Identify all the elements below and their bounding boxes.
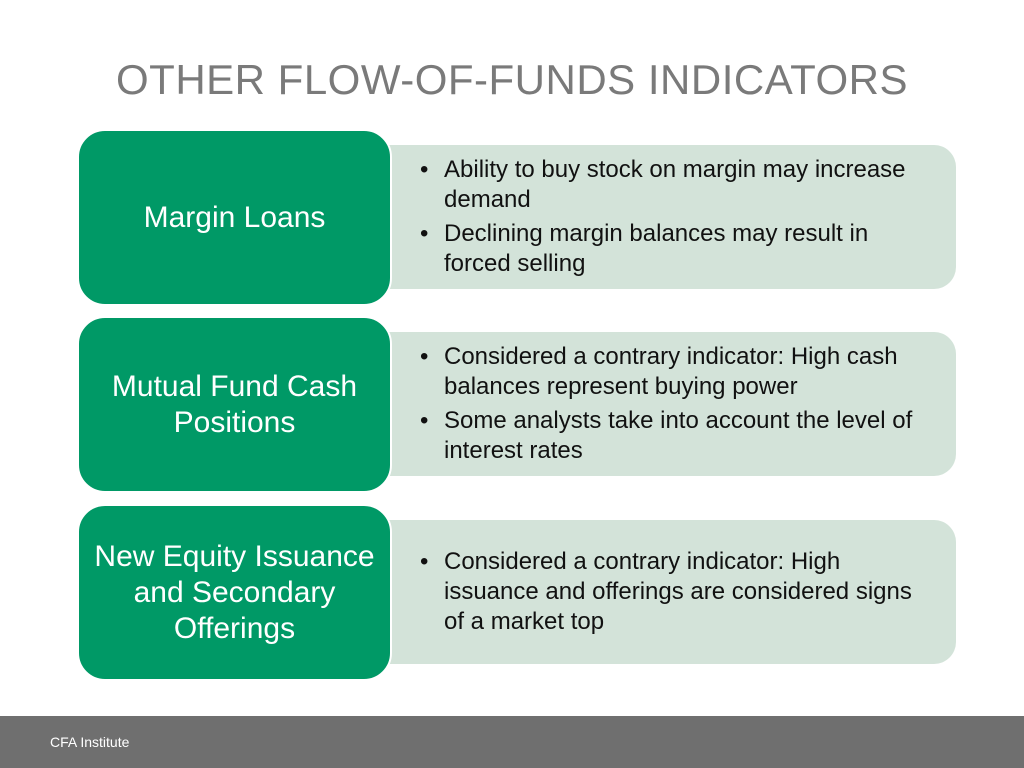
bullet-text: Considered a contrary indicator: High is… (444, 548, 912, 635)
indicator-label: Margin Loans (77, 129, 392, 306)
footer-brand-text: CFA Institute (50, 734, 130, 750)
bullet-icon: • (420, 343, 429, 370)
indicator-details: • Ability to buy stock on margin may incr… (360, 145, 956, 289)
indicator-row-mutual-fund-cash: • Considered a contrary indicator: High c… (0, 316, 1024, 493)
bullet-text: Considered a contrary indicator: High ca… (444, 343, 898, 400)
indicator-label: Mutual Fund Cash Positions (77, 316, 392, 493)
bullet-item: • Considered a contrary indicator: High c… (418, 342, 932, 402)
bullet-text: Declining margin balances may result in … (444, 220, 869, 277)
bullet-text: Ability to buy stock on margin may incre… (444, 156, 906, 213)
indicator-row-new-equity-issuance: • Considered a contrary indicator: High i… (0, 504, 1024, 681)
bullet-list: • Considered a contrary indicator: High c… (418, 342, 932, 466)
indicator-label: New Equity Issuance and Secondary Offeri… (77, 504, 392, 681)
bullet-icon: • (420, 548, 429, 575)
footer-bar: CFA Institute (0, 716, 1024, 768)
bullet-icon: • (420, 407, 429, 434)
bullet-text: Some analysts take into account the leve… (444, 407, 913, 464)
slide-title: OTHER FLOW-OF-FUNDS INDICATORS (116, 56, 908, 103)
bullet-icon: • (420, 220, 429, 247)
bullet-icon: • (420, 156, 429, 183)
bullet-item: • Ability to buy stock on margin may incr… (418, 155, 932, 215)
bullet-list: • Ability to buy stock on margin may incr… (418, 155, 932, 279)
indicator-details: • Considered a contrary indicator: High i… (360, 520, 956, 664)
indicator-details: • Considered a contrary indicator: High c… (360, 332, 956, 476)
bullet-item: • Declining margin balances may result in… (418, 219, 932, 279)
bullet-item: • Some analysts take into account the lev… (418, 406, 932, 466)
bullet-item: • Considered a contrary indicator: High i… (418, 547, 932, 637)
bullet-list: • Considered a contrary indicator: High i… (418, 547, 932, 637)
indicator-row-margin-loans: • Ability to buy stock on margin may incr… (0, 129, 1024, 306)
